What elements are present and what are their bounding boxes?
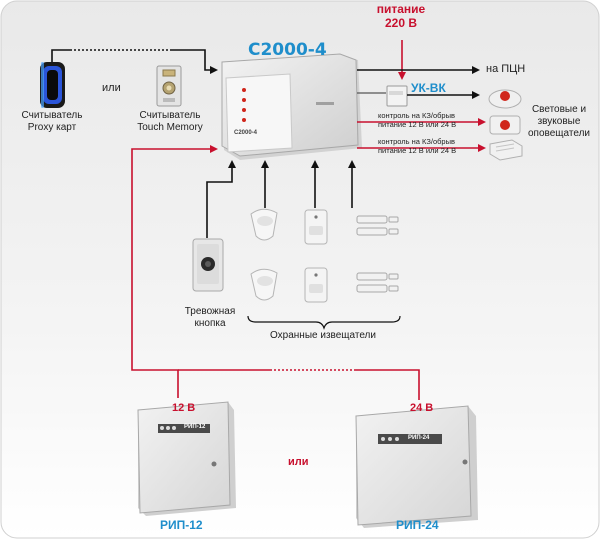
psu-rip-24-panel-label: РИП-24 (408, 435, 430, 441)
motion-detector-2-icon (250, 268, 278, 301)
psu-power-link (131, 145, 420, 400)
annunciators-label: Световые и звуковые оповещатели (528, 104, 590, 139)
power-220-label: питание 220 В (376, 2, 426, 30)
signal-output-1-label: контроль на КЗ/обрыв питание 12 В или 24… (378, 111, 457, 129)
motion-detector-4-icon (304, 267, 328, 303)
motion-detector-3-icon (304, 209, 328, 245)
psu-24v-label: 24 В (410, 402, 434, 414)
readers-or-label: или (102, 82, 121, 94)
siren-2-icon (489, 115, 521, 135)
controller-title: С2000-4 (248, 40, 327, 60)
detectors-brace (247, 315, 401, 330)
siren-1-icon (488, 89, 522, 109)
alarm-button-label: Тревожная кнопка (184, 306, 236, 329)
reader-link (51, 49, 218, 74)
psu-rip-24-cabinet (355, 405, 478, 528)
controller-panel-label: С2000-4 (234, 130, 258, 136)
psu-rip-12-panel-label: РИП-12 (184, 424, 206, 430)
proxy-reader-label: Считыватель Proxy карт (21, 110, 83, 133)
alarm-button-icon (192, 238, 224, 292)
psu-12v-label: 12 В (172, 402, 196, 414)
signal-output-2-label: контроль на КЗ/обрыв питание 12 В или 24… (378, 137, 457, 155)
controller-c2000-4-box (221, 53, 362, 160)
detectors-label: Охранные извещатели (270, 330, 376, 341)
psu-rip-24-label: РИП-24 (396, 518, 439, 532)
pcn-label: на ПЦН (486, 63, 526, 75)
psu-rip-12-cabinet (137, 401, 236, 516)
magnetic-contact-1-icon (356, 215, 399, 236)
motion-detector-1-icon (250, 208, 278, 241)
touch-memory-reader-icon (156, 65, 182, 107)
siren-3-icon (489, 139, 523, 161)
touch-memory-reader-label: Считыватель Touch Memory (137, 110, 203, 133)
alarm-button-link (206, 160, 236, 238)
relay-uk-vk-icon (357, 85, 408, 107)
magnetic-contact-2-icon (356, 272, 399, 293)
proxy-reader-icon (40, 62, 65, 108)
psu-or-label: или (288, 456, 309, 468)
relay-label: УК-ВК (411, 81, 446, 95)
psu-rip-12-label: РИП-12 (160, 518, 203, 532)
